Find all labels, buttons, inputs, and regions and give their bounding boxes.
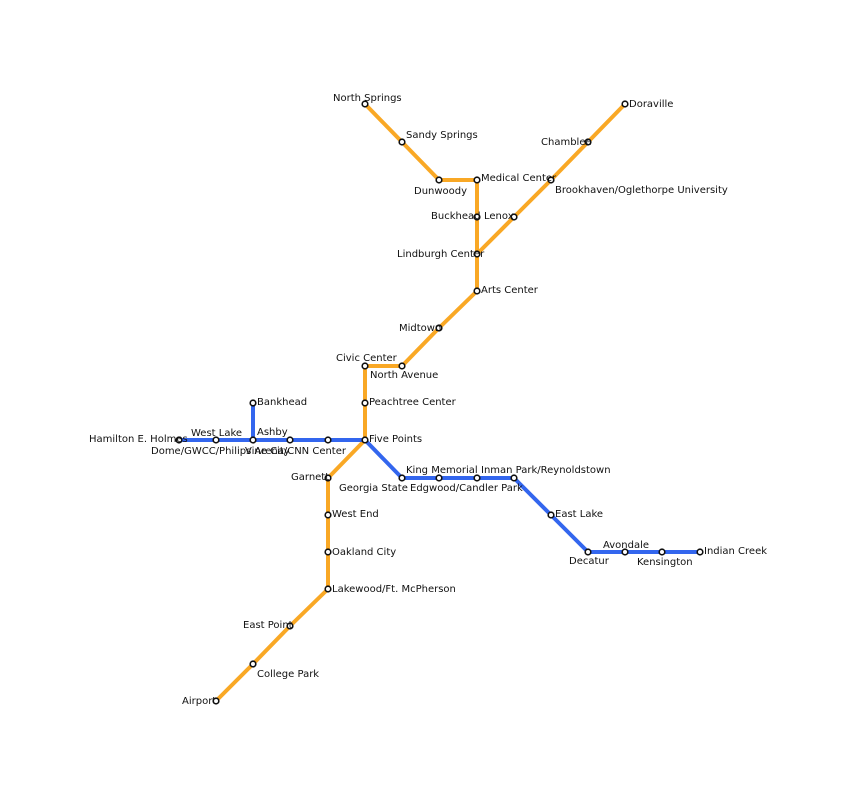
label-west-lake: West Lake bbox=[191, 428, 242, 439]
label-sandy-springs: Sandy Springs bbox=[406, 130, 478, 141]
station-brookhaven[interactable] bbox=[547, 176, 555, 184]
station-ashby[interactable] bbox=[249, 436, 257, 444]
label-north-springs: North Springs bbox=[333, 93, 402, 104]
station-five-points[interactable] bbox=[361, 436, 369, 444]
label-doraville: Doraville bbox=[629, 99, 673, 110]
label-oakland-city: Oakland City bbox=[332, 547, 396, 558]
label-ashby: Ashby bbox=[257, 427, 288, 438]
label-peachtree-center: Peachtree Center bbox=[369, 397, 457, 408]
station-labels: North Springs Sandy Springs Dunwoody Med… bbox=[89, 93, 767, 707]
label-buckhead: Buckhead bbox=[431, 211, 480, 222]
station-lakewood[interactable] bbox=[324, 585, 332, 593]
label-lindbergh-center: Lindburgh Center bbox=[397, 249, 485, 260]
label-lenox: Lenox bbox=[484, 211, 514, 222]
label-north-avenue: North Avenue bbox=[370, 370, 438, 381]
station-west-lake[interactable] bbox=[212, 436, 220, 444]
station-college-park[interactable] bbox=[249, 660, 257, 668]
label-hamilton-holmes: Hamilton E. Holmes bbox=[89, 434, 188, 445]
label-edgewood: Edgwood/Candler Park bbox=[410, 483, 523, 494]
station-vine-city[interactable] bbox=[286, 436, 294, 444]
station-georgia-state[interactable] bbox=[398, 474, 406, 482]
station-garnett[interactable] bbox=[324, 474, 332, 482]
station-west-end[interactable] bbox=[324, 511, 332, 519]
label-brookhaven: Brookhaven/Oglethorpe University bbox=[555, 185, 728, 196]
station-civic-center[interactable] bbox=[361, 362, 369, 370]
station-lenox[interactable] bbox=[510, 213, 518, 221]
stations bbox=[175, 100, 704, 705]
station-indian-creek[interactable] bbox=[696, 548, 704, 556]
label-dunwoody: Dunwoody bbox=[414, 186, 467, 197]
label-decatur: Decatur bbox=[569, 556, 610, 567]
label-inman-park: Inman Park/Reynoldstown bbox=[481, 465, 611, 476]
station-king-memorial[interactable] bbox=[435, 474, 443, 482]
station-dome[interactable] bbox=[324, 436, 332, 444]
station-bankhead[interactable] bbox=[249, 399, 257, 407]
station-medical-center[interactable] bbox=[473, 176, 481, 184]
label-king-memorial: King Memorial bbox=[406, 465, 478, 476]
station-inman-park[interactable] bbox=[510, 474, 518, 482]
label-west-end: West End bbox=[332, 509, 379, 520]
label-lakewood: Lakewood/Ft. McPherson bbox=[332, 584, 456, 595]
station-midtown[interactable] bbox=[435, 324, 443, 332]
station-decatur[interactable] bbox=[584, 548, 592, 556]
station-edgewood[interactable] bbox=[473, 474, 481, 482]
label-avondale: Avondale bbox=[603, 540, 649, 551]
label-civic-center: Civic Center bbox=[336, 353, 398, 364]
station-lindbergh-center[interactable] bbox=[473, 250, 481, 258]
label-vine-city: Vine City bbox=[245, 446, 290, 457]
label-college-park: College Park bbox=[257, 669, 319, 680]
station-oakland-city[interactable] bbox=[324, 548, 332, 556]
label-medical-center: Medical Center bbox=[481, 173, 557, 184]
station-chamblee[interactable] bbox=[584, 138, 592, 146]
station-kensington[interactable] bbox=[658, 548, 666, 556]
label-indian-creek: Indian Creek bbox=[704, 546, 767, 557]
station-sandy-springs[interactable] bbox=[398, 138, 406, 146]
station-dunwoody[interactable] bbox=[435, 176, 443, 184]
label-garnett: Garnett bbox=[291, 472, 329, 483]
label-five-points: Five Points bbox=[369, 434, 422, 445]
label-bankhead: Bankhead bbox=[257, 397, 307, 408]
station-north-avenue[interactable] bbox=[398, 362, 406, 370]
station-avondale[interactable] bbox=[621, 548, 629, 556]
station-airport[interactable] bbox=[212, 697, 220, 705]
label-dome: Dome/GWCC/Philips Arena/CNN Center bbox=[151, 446, 347, 457]
station-doraville[interactable] bbox=[621, 100, 629, 108]
label-midtown: Midtown bbox=[399, 323, 441, 334]
label-east-point: East Point bbox=[243, 620, 293, 631]
station-peachtree-center[interactable] bbox=[361, 399, 369, 407]
label-georgia-state: Georgia State bbox=[339, 483, 408, 494]
label-airport: Airport bbox=[182, 696, 216, 707]
station-east-lake[interactable] bbox=[547, 511, 555, 519]
station-hamilton-holmes[interactable] bbox=[175, 436, 183, 444]
station-buckhead[interactable] bbox=[473, 213, 481, 221]
label-arts-center: Arts Center bbox=[481, 285, 539, 296]
gold-line-trunk bbox=[214, 252, 479, 703]
label-kensington: Kensington bbox=[637, 557, 693, 568]
station-arts-center[interactable] bbox=[473, 287, 481, 295]
station-north-springs[interactable] bbox=[361, 100, 369, 108]
station-east-point[interactable] bbox=[286, 622, 294, 630]
label-chamblee: Chamblee bbox=[541, 137, 592, 148]
gold-line-north-branch bbox=[363, 102, 479, 256]
label-east-lake: East Lake bbox=[555, 509, 603, 520]
